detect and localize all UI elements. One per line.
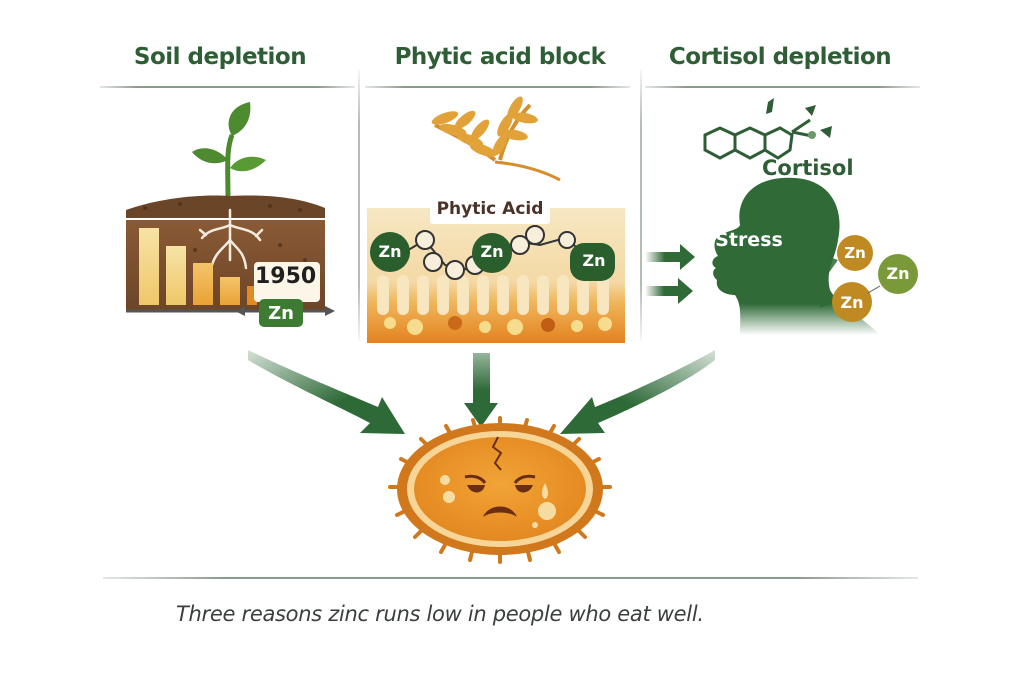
- zinc-label-cortisol-1: Zn: [844, 244, 866, 262]
- wheat-grain-icon: [431, 96, 561, 182]
- arrow-from-soil: [248, 350, 405, 434]
- zinc-decline-bars: [139, 228, 257, 305]
- timeline-arrow-right: [325, 306, 335, 316]
- stress-label: Stress: [715, 229, 783, 251]
- panel-separator-left: [358, 70, 360, 340]
- zinc-atom-1: [370, 232, 410, 272]
- cell-crack: [491, 436, 503, 471]
- zinc-atom-ochre-1: [837, 235, 873, 271]
- zinc-atom-2: [472, 233, 512, 273]
- plant-roots-icon: [198, 208, 264, 270]
- plant-sprout-icon: [192, 102, 266, 199]
- panel-heading-cortisol: Cortisol depletion: [668, 44, 892, 70]
- heading-divider-phytic: [365, 86, 630, 88]
- zinc-bar-1: [139, 228, 159, 305]
- year-label: 1950: [255, 264, 317, 289]
- zinc-label-soil: Zn: [268, 303, 294, 324]
- panel-heading-soil: Soil depletion: [133, 44, 307, 70]
- outgoing-zinc-arrows: [798, 254, 838, 308]
- sad-face-icon: [464, 474, 536, 517]
- year-label-box: [254, 262, 320, 302]
- phytic-acid-label-box: [430, 194, 550, 224]
- caption-divider: [103, 577, 918, 579]
- heading-divider-soil: [100, 86, 355, 88]
- zinc-atom-3: [570, 243, 615, 281]
- stressed-head-silhouette: [712, 177, 880, 335]
- absorption-droplets: [384, 316, 612, 335]
- tear-drop-icon: [542, 483, 548, 499]
- zinc-badge: [259, 299, 303, 327]
- converging-arrows: [248, 350, 715, 434]
- heading-divider-cortisol: [645, 86, 920, 88]
- timeline-arrow-left: [235, 306, 245, 316]
- zinc-atom-olive: [878, 254, 918, 294]
- arrow-from-cortisol: [560, 350, 715, 434]
- intestinal-villi: [377, 275, 609, 315]
- cortisol-molecule-icon: [703, 118, 813, 160]
- zinc-label-cortisol-3: Zn: [840, 293, 864, 312]
- panel-separator-right: [640, 70, 642, 340]
- zinc-atom-ochre-2: [832, 282, 872, 322]
- panel-heading-phytic: Phytic acid block: [394, 44, 606, 70]
- cortisol-label: Cortisol: [762, 156, 854, 180]
- sad-zinc-deficient-cell: [388, 416, 612, 564]
- phytic-acid-illustration: [367, 96, 625, 343]
- cortisol-illustration: [645, 98, 918, 335]
- zinc-label-phytic-2: Zn: [480, 242, 504, 261]
- zinc-bar-3: [193, 263, 213, 305]
- arrow-from-phytic: [464, 353, 498, 427]
- phytic-acid-label: Phytic Acid: [436, 199, 544, 219]
- zinc-label-phytic-1: Zn: [378, 242, 402, 261]
- zinc-bar-2: [166, 246, 186, 305]
- zinc-bar-5: [247, 286, 257, 305]
- diagram-caption: Three reasons zinc runs low in people wh…: [176, 602, 704, 626]
- incoming-stress-arrows: [645, 244, 695, 304]
- soil-depletion-illustration: [126, 102, 335, 327]
- zinc-label-cortisol-2: Zn: [886, 264, 910, 283]
- zinc-label-phytic-3: Zn: [582, 251, 606, 270]
- zinc-bar-4: [220, 277, 240, 305]
- phytate-chain: [404, 225, 591, 280]
- topsoil-mound: [126, 195, 325, 218]
